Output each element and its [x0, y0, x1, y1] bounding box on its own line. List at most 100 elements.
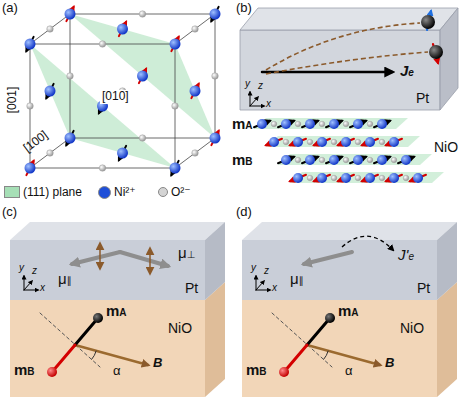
- magnetisation-label: mA: [106, 302, 127, 319]
- axis-label: y: [19, 262, 24, 274]
- sublattice-a-ball: [325, 313, 335, 323]
- panel-d: [242, 222, 457, 397]
- lattice-plane: [70, 14, 215, 138]
- ni-atom: [293, 173, 303, 183]
- o-atom: [99, 41, 106, 48]
- material-label: NiO: [168, 320, 192, 336]
- vector-label: μ∥: [290, 270, 304, 287]
- spin-accumulation-vector: [72, 252, 120, 264]
- o-atom: [367, 157, 373, 163]
- axis-line: [256, 276, 257, 290]
- axis-label: [100]: [21, 128, 51, 155]
- reference-line: [40, 313, 100, 367]
- oscillation-arrow: [99, 244, 101, 268]
- spin-accumulation-vector: [120, 252, 168, 266]
- ni-atom: [305, 155, 315, 165]
- ni-atom: [170, 39, 181, 50]
- ni-atom: [317, 137, 327, 147]
- o-atom: [343, 157, 349, 163]
- ni-atom: [389, 137, 399, 147]
- sublattice-b-rod: [52, 345, 75, 372]
- lattice-plane: [266, 136, 420, 147]
- lattice-plane: [254, 118, 408, 129]
- nio-layer-front: [10, 300, 205, 397]
- o-atom: [331, 175, 337, 181]
- o-atom: [283, 139, 289, 145]
- ni-atom: [269, 137, 279, 147]
- o-atom: [99, 165, 106, 172]
- o-atom: [295, 157, 301, 163]
- ni-atom: [190, 86, 201, 97]
- o-atom: [295, 121, 301, 127]
- material-label: Pt: [185, 280, 198, 296]
- o-atom: [343, 121, 349, 127]
- current-label: J'e: [398, 246, 414, 263]
- field-arrow: [75, 345, 148, 365]
- cube-edge: [175, 14, 215, 44]
- conversion-arrow: [342, 236, 393, 250]
- pt-layer-front: [10, 240, 205, 300]
- ni-atom: [401, 155, 411, 165]
- ni-atom: [329, 119, 339, 129]
- o-atom: [355, 139, 361, 145]
- panel-label: (c): [2, 205, 17, 220]
- axis-line: [250, 106, 264, 107]
- pt-layer-front: [240, 30, 440, 110]
- ni-atom: [65, 133, 76, 144]
- axis-label: x: [40, 282, 45, 294]
- o-atom: [192, 150, 199, 157]
- axis-line: [24, 290, 38, 291]
- o-atom: [27, 103, 34, 110]
- electron-path: [266, 23, 420, 70]
- axis-line: [256, 281, 264, 290]
- pt-layer-top: [10, 222, 225, 240]
- o-atom: [47, 150, 54, 157]
- sublattice-a-ball: [93, 313, 103, 323]
- ni-atom: [365, 173, 375, 183]
- axis-label: [010]: [100, 90, 131, 104]
- ni-atom: [25, 163, 36, 174]
- o-atom: [307, 139, 313, 145]
- panel-label: (d): [236, 205, 252, 220]
- panel-c: [10, 222, 225, 397]
- ni-atom: [305, 119, 315, 129]
- o-atom: [67, 73, 74, 80]
- nio-layer-front: [242, 300, 437, 397]
- ni-atom: [210, 133, 221, 144]
- o-atom: [403, 175, 409, 181]
- sublattice-a-rod: [307, 318, 330, 345]
- o-atom: [212, 73, 219, 80]
- magnetisation-label: mB: [232, 151, 253, 168]
- axis-label: y: [245, 78, 250, 90]
- electron: [421, 15, 435, 29]
- lattice-plane: [278, 154, 432, 165]
- legend-entry: Ni²⁺: [98, 185, 136, 199]
- material-label: NiO: [434, 139, 458, 155]
- cube-edge: [175, 138, 215, 168]
- ni-atom: [210, 9, 221, 20]
- o-atom: [379, 175, 385, 181]
- ni-atom: [389, 173, 399, 183]
- ni-atom: [117, 148, 128, 159]
- legend-entry: O²⁻: [158, 185, 191, 199]
- angle-label: α: [345, 364, 353, 379]
- sublattice-b-rod: [284, 345, 307, 372]
- axis-line: [24, 276, 25, 290]
- ni-atom: [377, 119, 387, 129]
- nio-layer-side: [205, 282, 225, 397]
- o-atom: [331, 139, 337, 145]
- ni-atom: [353, 119, 363, 129]
- legend-swatch: [4, 186, 20, 198]
- ni-atom: [365, 137, 375, 147]
- ni-atom: [281, 119, 291, 129]
- ni-atom: [317, 173, 327, 183]
- panel-b: [240, 8, 458, 183]
- current-arrow: [262, 71, 392, 74]
- ni-atom: [45, 86, 56, 97]
- legend-text: (111) plane: [23, 185, 82, 199]
- ni-atom: [377, 155, 387, 165]
- o-atom: [319, 157, 325, 163]
- ni-atom: [341, 173, 351, 183]
- cube-edge: [30, 14, 70, 44]
